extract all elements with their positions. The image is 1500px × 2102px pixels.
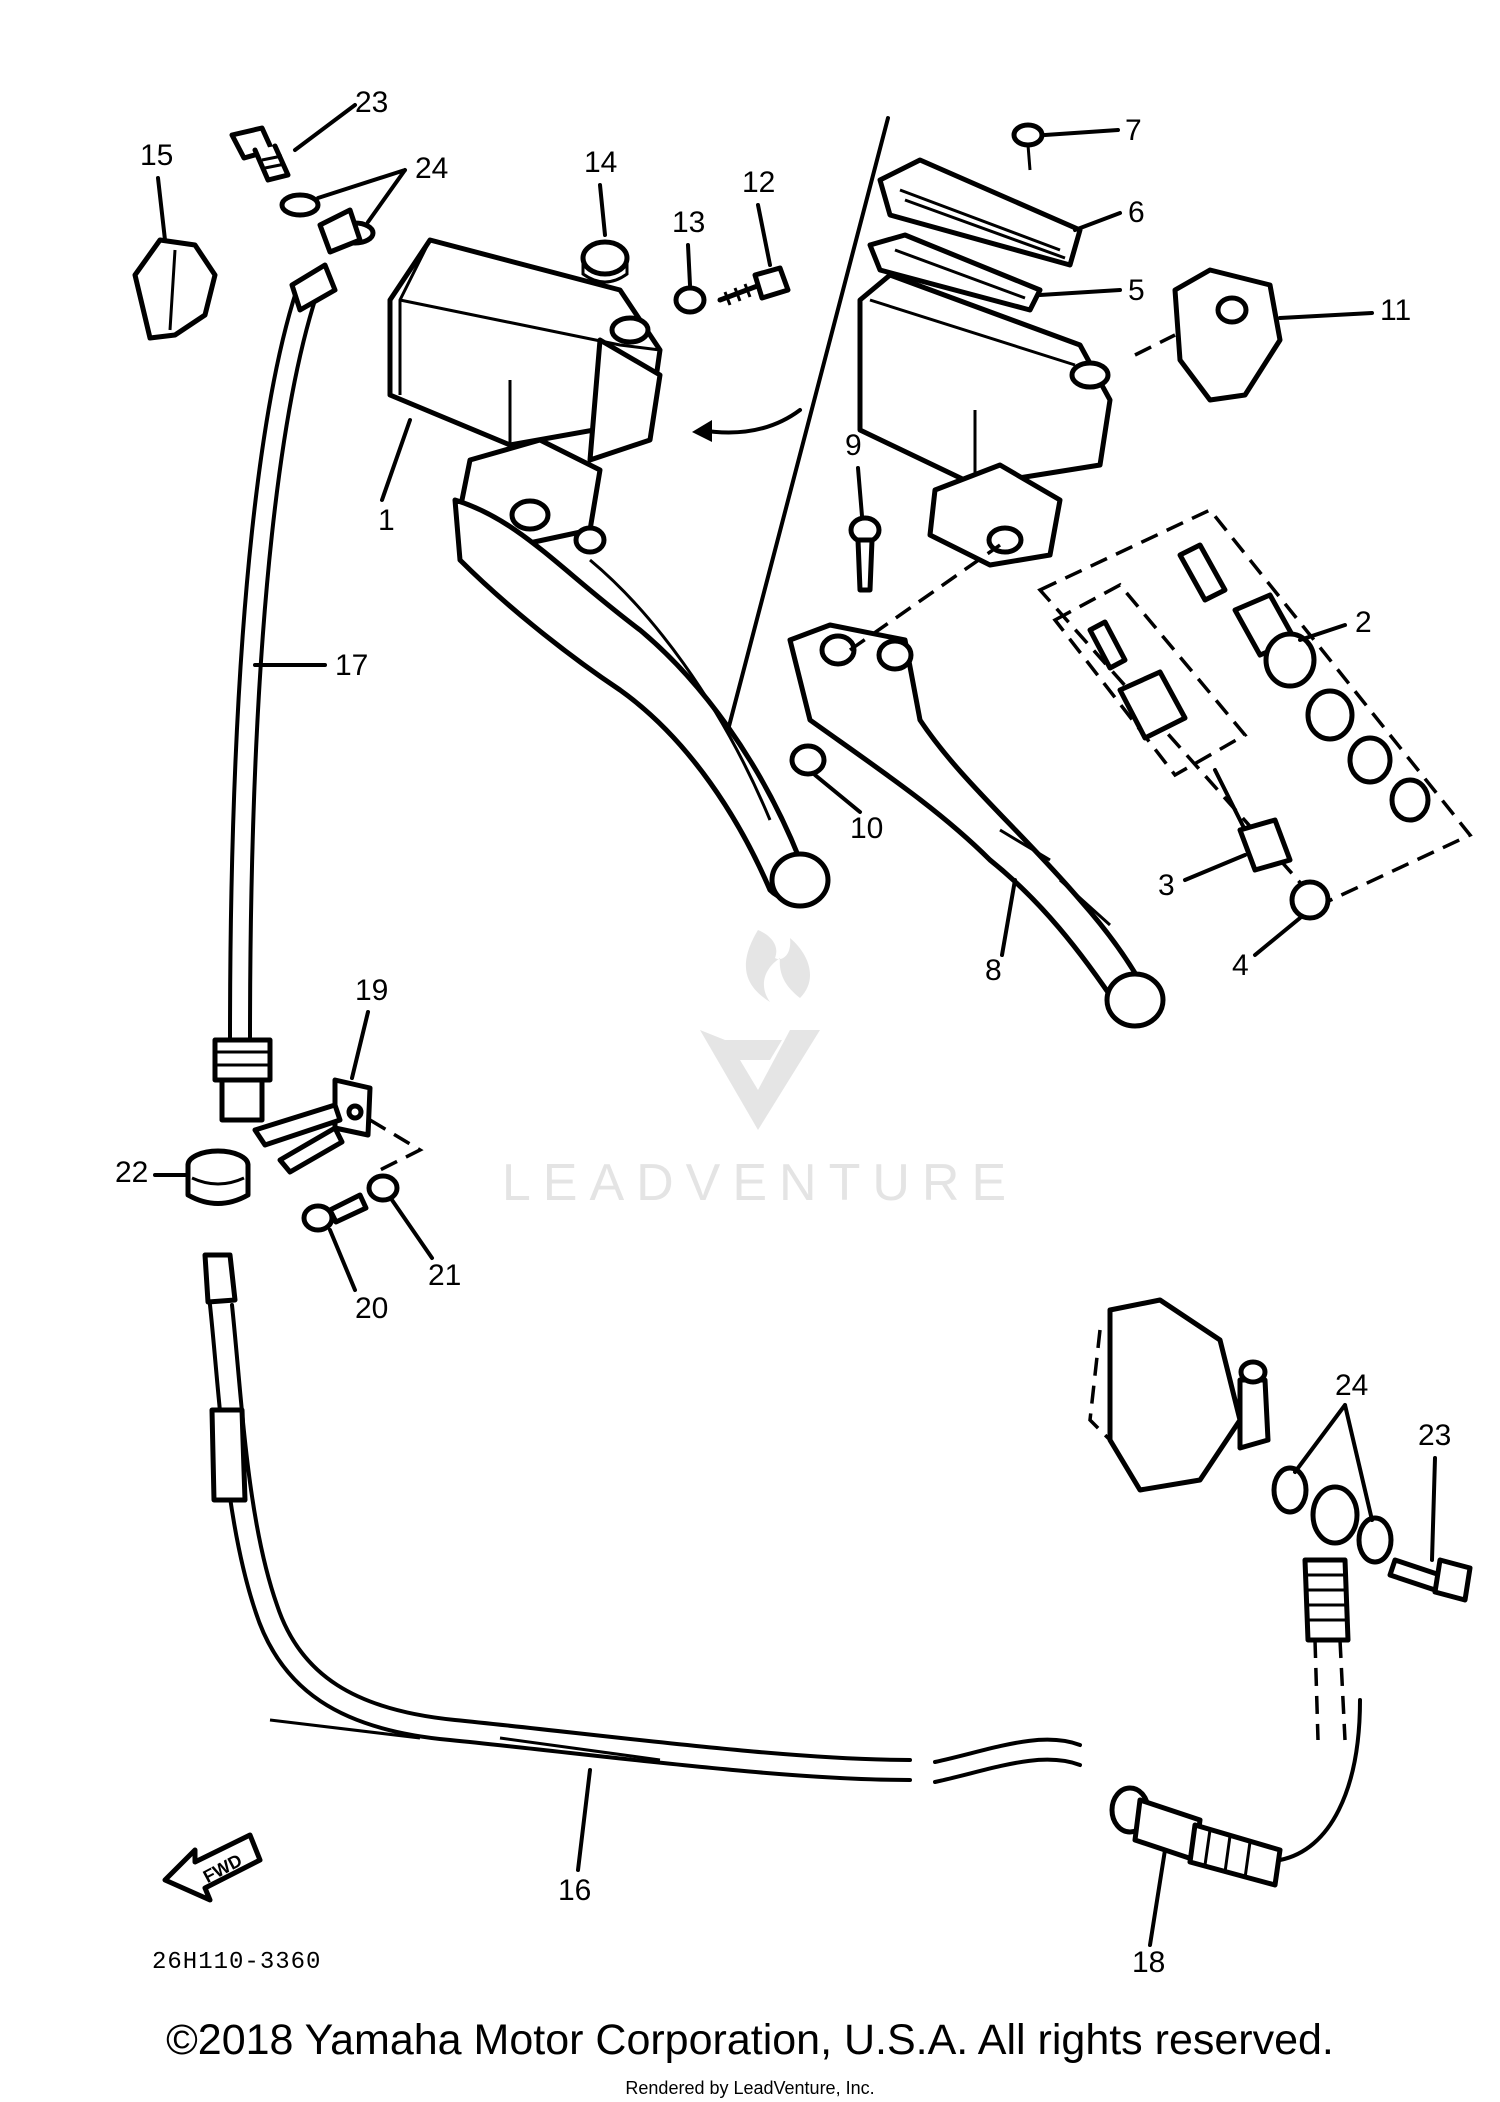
callout-16: 16	[558, 1874, 591, 1907]
callout-24-lower: 24	[1335, 1369, 1368, 1402]
callout-11: 11	[1380, 294, 1411, 327]
callout-9: 9	[845, 429, 862, 462]
part-7-screw	[1011, 122, 1045, 171]
part-8-lever	[787, 543, 1166, 1029]
part-5-diaphragm	[867, 232, 1043, 313]
part-22-grommet	[185, 1148, 251, 1206]
part-10-nut	[789, 743, 827, 777]
part-6-cover	[877, 157, 1083, 268]
part-4-boot	[1289, 879, 1331, 921]
callout-5: 5	[1128, 274, 1145, 307]
part-24-washer-top-1	[279, 192, 321, 218]
part-18-brake-switch	[1109, 1698, 1362, 1888]
part-19-bracket	[252, 1077, 373, 1175]
rendered-by-credit: Rendered by LeadVenture, Inc.	[625, 2078, 875, 2098]
master-cylinder-right	[857, 272, 1113, 568]
part-21-nut	[366, 1173, 400, 1203]
callout-6: 6	[1128, 196, 1145, 229]
lower-master-cylinder	[1088, 1297, 1271, 1493]
callout-15: 15	[140, 139, 173, 172]
callout-4: 4	[1232, 949, 1249, 982]
diagram-code: 26H110-3360	[152, 1949, 321, 1976]
part-23-union-bolt-lower	[1387, 1557, 1473, 1603]
lower-hose-top-end	[1302, 1557, 1351, 1741]
part-16-brake-hose	[202, 1252, 1082, 1784]
callout-12: 12	[742, 166, 775, 199]
callout-20: 20	[355, 1292, 388, 1325]
part-24-washer-lower-2	[1356, 1515, 1394, 1565]
part-13-washer	[673, 285, 707, 315]
part-23-union-bolt-top	[229, 125, 291, 183]
callout-3: 3	[1158, 869, 1175, 902]
part-24-washer-lower-1	[1271, 1465, 1309, 1515]
callout-10: 10	[850, 812, 883, 845]
callout-19: 19	[355, 974, 388, 1007]
part-12-bolt	[717, 265, 791, 306]
part-15-boot	[132, 237, 218, 341]
part-3-push-rod	[1213, 768, 1293, 873]
callout-1: 1	[378, 504, 395, 537]
callout-13: 13	[672, 206, 705, 239]
part-17-brake-hose	[212, 207, 363, 1123]
banjo-fitting-lower	[1310, 1484, 1360, 1546]
callout-23-top: 23	[355, 86, 388, 119]
callout-7: 7	[1125, 114, 1142, 147]
leadventure-watermark: LEADVENTURE	[502, 930, 1018, 1212]
part-9-pivot-bolt	[848, 515, 882, 593]
part-11-reservoir-cap	[1134, 267, 1283, 403]
copyright-notice: ©2018 Yamaha Motor Corporation, U.S.A. A…	[166, 2016, 1334, 2064]
callout-17: 17	[335, 649, 368, 682]
assembly-divider	[726, 116, 890, 732]
callout-8: 8	[985, 954, 1002, 987]
callout-2: 2	[1355, 606, 1372, 639]
callout-23-lower: 23	[1418, 1419, 1451, 1452]
part-14-cap	[580, 239, 630, 284]
forward-direction-arrow: FWD	[162, 1832, 263, 1903]
watermark-text: LEADVENTURE	[502, 1154, 1018, 1212]
callout-21: 21	[428, 1259, 461, 1292]
callout-14: 14	[584, 146, 617, 179]
part-20-bolt	[301, 1192, 369, 1233]
master-cylinder-left	[387, 237, 831, 909]
callout-22: 22	[115, 1156, 148, 1189]
part-2-piston-kit	[1037, 507, 1473, 908]
callout-24-top: 24	[415, 152, 448, 185]
callout-18: 18	[1132, 1946, 1165, 1979]
